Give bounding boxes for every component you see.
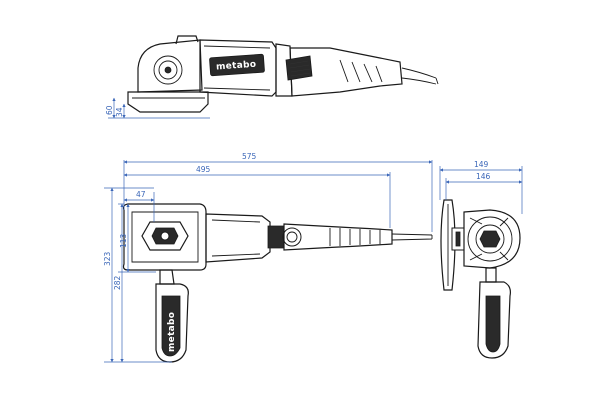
dim-495-label: 495 bbox=[196, 165, 211, 174]
gear-head-side bbox=[137, 39, 203, 93]
brand-label-side: metabo bbox=[216, 60, 257, 73]
dim-282-label: 282 bbox=[113, 275, 122, 290]
front-view bbox=[440, 199, 521, 359]
dim-front-widths: 149 146 bbox=[439, 160, 523, 214]
switch-top bbox=[267, 225, 285, 249]
dim-149-label: 149 bbox=[474, 160, 489, 169]
aux-handle-top: metabo bbox=[155, 269, 189, 363]
disc-guard-side bbox=[127, 91, 209, 113]
dim-146-label: 146 bbox=[476, 172, 491, 181]
speed-dial-top bbox=[282, 227, 302, 247]
aux-handle-front bbox=[477, 267, 511, 359]
motor-body-top bbox=[205, 213, 271, 263]
dim-113-label: 113 bbox=[119, 233, 128, 248]
dim-top-heights: 323 282 113 bbox=[103, 187, 172, 363]
vent-grille-side bbox=[285, 55, 313, 81]
dim-323-label: 323 bbox=[103, 251, 112, 266]
dim-60-label: 60 bbox=[105, 105, 114, 115]
brand-plate-side bbox=[209, 53, 265, 77]
brand-label-handle: metabo bbox=[167, 312, 177, 352]
side-view: metabo bbox=[127, 35, 439, 113]
gearhead-front bbox=[463, 209, 521, 269]
top-view: metabo bbox=[122, 203, 433, 363]
dim-575-label: 575 bbox=[242, 152, 257, 161]
dim-top-lengths: 575 495 47 bbox=[123, 152, 433, 232]
rear-handle-top bbox=[283, 223, 393, 251]
disc-front bbox=[440, 199, 456, 291]
dim-47-label: 47 bbox=[136, 190, 146, 199]
guard-top bbox=[122, 203, 207, 271]
dim-34-label: 34 bbox=[115, 107, 124, 117]
spindle-clamp-top bbox=[141, 221, 189, 251]
dim-side-height: 60 34 bbox=[105, 97, 210, 119]
rear-handle-side bbox=[289, 47, 403, 97]
